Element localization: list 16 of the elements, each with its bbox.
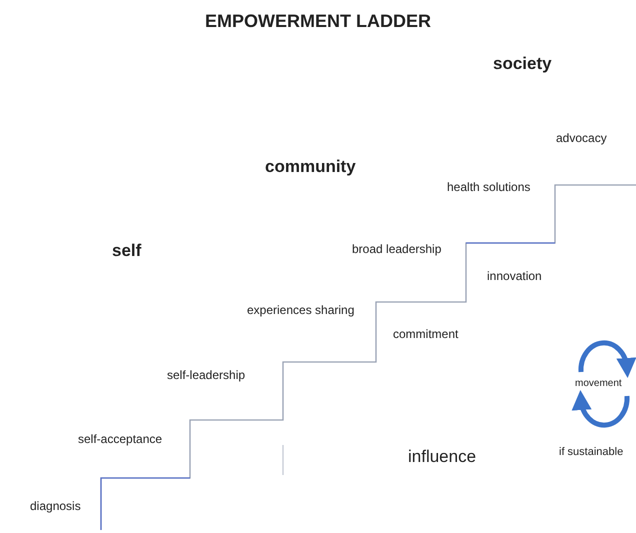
diagram-title: EMPOWERMENT LADDER	[204, 12, 432, 32]
step-label: advocacy	[556, 132, 607, 146]
icon-caption: movement	[575, 378, 622, 389]
step-label: experiences sharing	[247, 304, 354, 318]
icon-caption: if sustainable	[559, 446, 624, 458]
level-heading: community	[265, 158, 356, 177]
step-label: diagnosis	[30, 500, 81, 514]
step-label: self-acceptance	[78, 433, 162, 446]
step-label: health solutions	[447, 181, 530, 194]
level-heading: society	[493, 55, 552, 74]
step-label: self-leadership	[167, 369, 246, 382]
step-label: commitment	[393, 328, 458, 342]
step-label: innovation	[487, 270, 542, 284]
axis-label: influence	[408, 448, 476, 467]
level-heading: self	[112, 242, 142, 261]
step-label: broad leadership	[352, 243, 442, 256]
